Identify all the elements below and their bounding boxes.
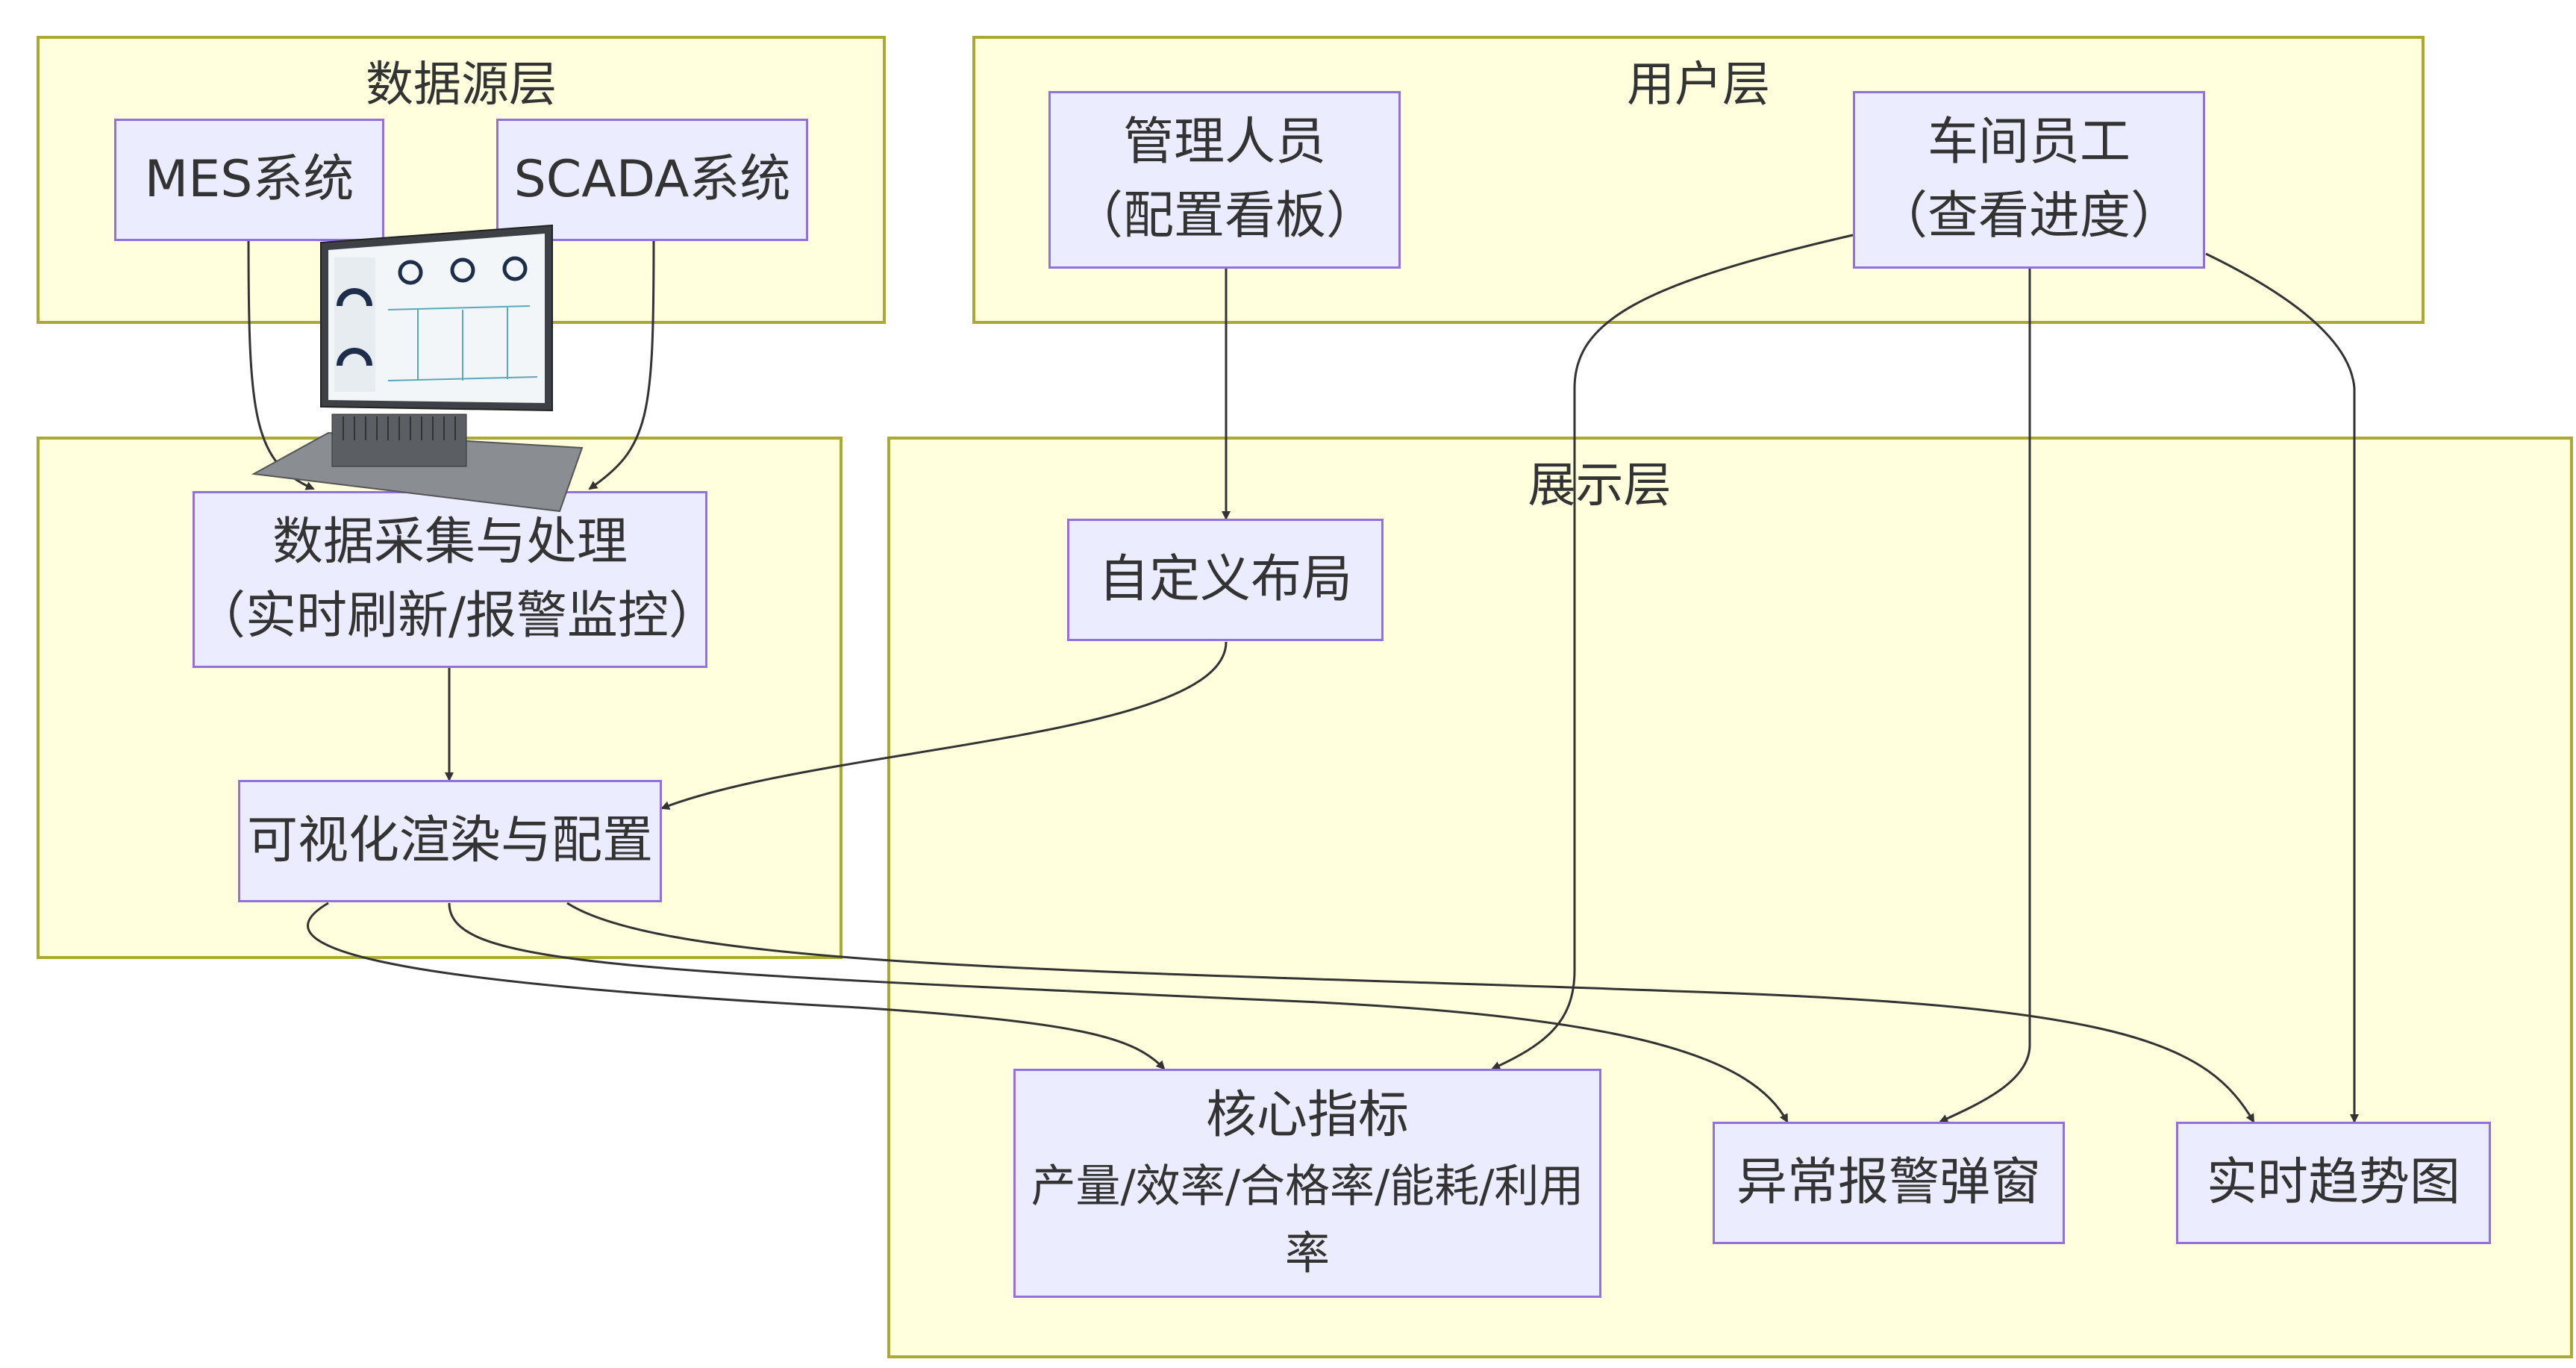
node-scada-system[interactable]: SCADA系统: [496, 119, 808, 241]
node-scada-label: SCADA系统: [513, 149, 791, 209]
node-core-kpi[interactable]: 核心指标 产量/效率/合格率/能耗/利用率: [1013, 1069, 1601, 1298]
node-collect-line2: （实时刷新/报警监控）: [195, 586, 719, 646]
monitor-heatsink-fins: [343, 416, 456, 440]
node-alarm-label: 异常报警弹窗: [1736, 1152, 2041, 1212]
node-mes-system[interactable]: MES系统: [114, 119, 384, 241]
node-trend-label: 实时趋势图: [2206, 1152, 2460, 1212]
cluster-display-title: 展示层: [1528, 458, 1672, 513]
node-data-collect[interactable]: 数据采集与处理 （实时刷新/报警监控）: [193, 491, 719, 668]
monitor-donut-1: [398, 260, 423, 285]
cluster-datasource-title: 数据源层: [366, 57, 557, 113]
node-worker[interactable]: 车间员工 （查看进度）: [1853, 91, 2205, 269]
monitor-gauge-panel: [334, 257, 375, 392]
node-alarm-popup[interactable]: 异常报警弹窗: [1713, 1122, 2065, 1244]
node-collect-line1: 数据采集与处理: [272, 512, 628, 572]
node-kpi-title: 核心指标: [1205, 1086, 1409, 1146]
node-manager[interactable]: 管理人员 （配置看板）: [1048, 91, 1401, 269]
node-custom-layout[interactable]: 自定义布局: [1067, 519, 1384, 641]
cluster-user-title: 用户层: [1627, 57, 1770, 113]
monitor-screen: [328, 234, 545, 403]
node-mes-label: MES系统: [144, 149, 354, 209]
node-layout-label: 自定义布局: [1098, 549, 1352, 609]
node-render-config[interactable]: 可视化渲染与配置: [238, 780, 662, 902]
monitor-donut-3: [502, 256, 528, 281]
node-manager-line2: （配置看板）: [1072, 187, 1377, 246]
monitor-gauge-1: [337, 288, 372, 307]
node-manager-line1: 管理人员: [1122, 113, 1326, 172]
monitor-donut-2: [450, 257, 475, 283]
node-kpi-sub: 产量/效率/合格率/能耗/利用率: [1031, 1160, 1584, 1280]
node-render-label: 可视化渲染与配置: [246, 811, 653, 870]
node-worker-line2: （查看进度）: [1876, 187, 2181, 246]
node-worker-line1: 车间员工: [1927, 113, 2130, 172]
monitor-process-diagram: [387, 305, 538, 381]
industrial-panel-pc-icon: [251, 224, 584, 513]
monitor-gauge-2: [337, 348, 372, 366]
node-trend-chart[interactable]: 实时趋势图: [2176, 1122, 2491, 1244]
